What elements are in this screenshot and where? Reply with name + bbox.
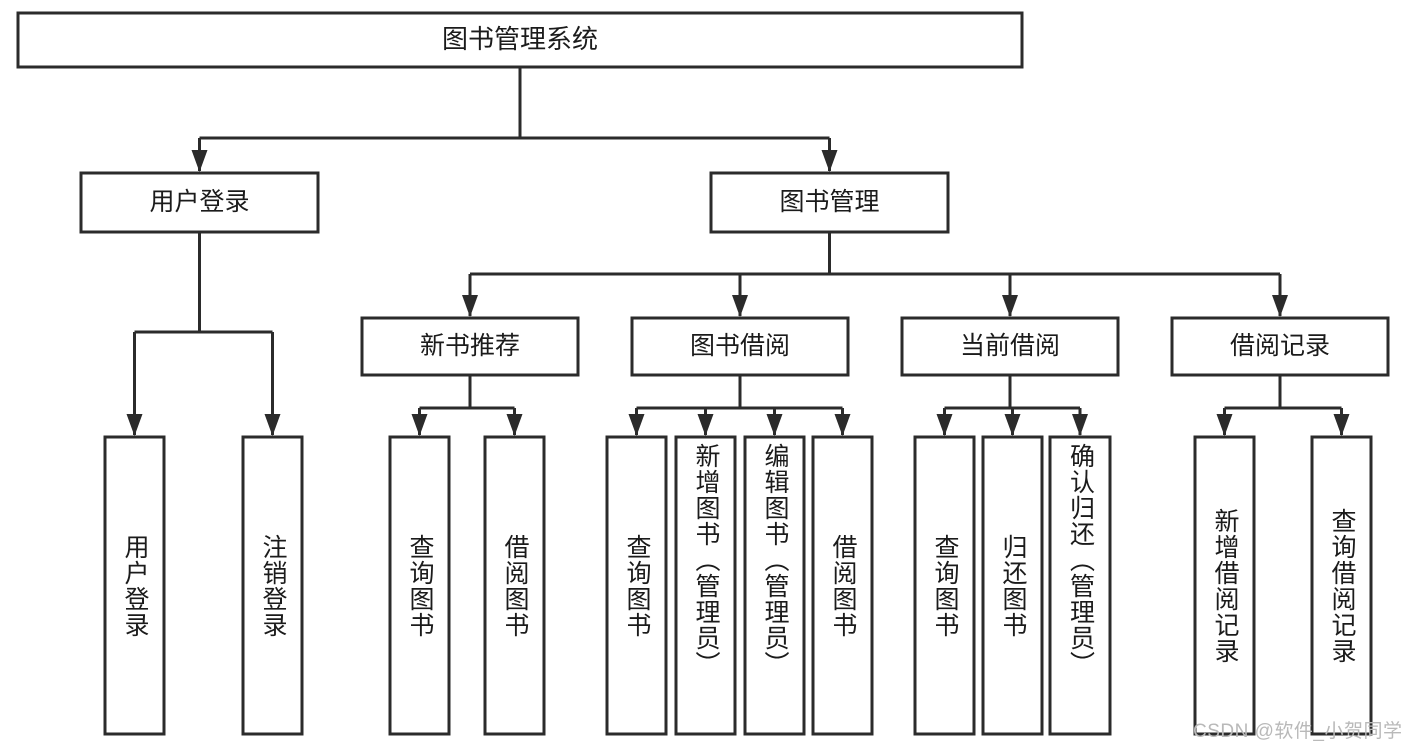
node-label-book-borrow: 图书借阅 <box>690 332 790 360</box>
node-box-book-borrow <box>630 316 850 377</box>
node-leaf-return-book[interactable] <box>981 435 1044 736</box>
node-leaf-borrow-book[interactable] <box>811 435 874 736</box>
arrow-head-icon-leaf-borrow-book-new <box>506 414 523 436</box>
arrow-head-icon-leaf-query-book-new <box>411 414 428 436</box>
arrow-head-icon-leaf-user-login <box>126 414 143 436</box>
arrow-head-icon-new-book-recommend <box>462 295 478 317</box>
node-label-user-login: 用户登录 <box>149 188 249 216</box>
node-current-borrow[interactable]: 当前借阅 <box>900 316 1120 377</box>
node-leaf-borrow-book-new[interactable] <box>483 435 546 736</box>
node-leaf-query-book-new[interactable] <box>388 435 451 736</box>
node-label-root: 图书管理系统 <box>442 24 598 54</box>
node-leaf-query-borrow-record[interactable] <box>1310 435 1373 736</box>
arrow-head-icon-leaf-add-book-admin <box>697 414 714 436</box>
arrow-head-icon-leaf-query-book-borrow <box>628 414 645 436</box>
node-box-user-login <box>79 171 320 234</box>
node-box-leaf-edit-book-admin <box>743 435 806 736</box>
node-borrow-record[interactable]: 借阅记录 <box>1170 316 1390 377</box>
node-root[interactable]: 图书管理系统 <box>16 11 1024 69</box>
arrow-head-icon-leaf-query-book-current <box>936 414 953 436</box>
node-user-login[interactable]: 用户登录 <box>79 171 320 234</box>
node-box-leaf-query-borrow-record <box>1310 435 1373 736</box>
node-label-current-borrow: 当前借阅 <box>960 332 1060 360</box>
node-box-borrow-record <box>1170 316 1390 377</box>
arrow-head-icon-book-borrow <box>732 295 748 317</box>
arrow-head-icon-leaf-add-borrow-record <box>1216 414 1233 436</box>
node-leaf-user-login[interactable] <box>103 435 166 736</box>
node-box-leaf-borrow-book <box>811 435 874 736</box>
node-box-leaf-query-book-current <box>913 435 976 736</box>
node-new-book-recommend[interactable]: 新书推荐 <box>360 316 580 377</box>
node-box-book-management <box>709 171 950 234</box>
arrow-head-icon-leaf-edit-book-admin <box>766 414 783 436</box>
arrow-head-icon-leaf-confirm-return-admin <box>1072 414 1088 436</box>
node-box-current-borrow <box>900 316 1120 377</box>
node-leaf-add-book-admin[interactable] <box>674 435 737 736</box>
node-leaf-edit-book-admin[interactable] <box>743 435 806 736</box>
node-box-leaf-user-login <box>103 435 166 736</box>
node-leaf-query-book-borrow[interactable] <box>605 435 668 736</box>
node-box-leaf-query-book-new <box>388 435 451 736</box>
node-box-leaf-confirm-return-admin <box>1048 435 1112 736</box>
node-box-leaf-borrow-book-new <box>483 435 546 736</box>
node-leaf-add-borrow-record[interactable] <box>1193 435 1256 736</box>
arrow-head-icon-leaf-borrow-book <box>834 414 851 436</box>
node-box-leaf-add-borrow-record <box>1193 435 1256 736</box>
arrow-head-icon-user-login <box>191 150 208 172</box>
node-leaf-confirm-return-admin[interactable] <box>1048 435 1112 736</box>
arrow-head-icon-book-management <box>821 150 838 172</box>
arrow-head-icon-leaf-logout <box>264 414 281 436</box>
node-label-book-management: 图书管理 <box>779 188 879 216</box>
node-box-leaf-add-book-admin <box>674 435 737 736</box>
node-leaf-logout[interactable] <box>241 435 304 736</box>
arrow-head-icon-leaf-query-borrow-record <box>1333 414 1350 436</box>
arrow-head-icon-leaf-return-book <box>1004 414 1021 436</box>
arrow-head-icon-borrow-record <box>1272 295 1288 317</box>
node-box-new-book-recommend <box>360 316 580 377</box>
csdn-watermark: CSDN @软件_小贺同学 <box>1193 721 1403 742</box>
node-box-root <box>16 11 1024 69</box>
node-box-leaf-query-book-borrow <box>605 435 668 736</box>
arrow-head-icon-current-borrow <box>1002 295 1018 317</box>
node-box-leaf-logout <box>241 435 304 736</box>
node-label-borrow-record: 借阅记录 <box>1230 332 1330 360</box>
node-label-new-book-recommend: 新书推荐 <box>420 332 520 360</box>
node-leaf-query-book-current[interactable] <box>913 435 976 736</box>
node-box-leaf-return-book <box>981 435 1044 736</box>
node-book-management[interactable]: 图书管理 <box>709 171 950 234</box>
node-book-borrow[interactable]: 图书借阅 <box>630 316 850 377</box>
